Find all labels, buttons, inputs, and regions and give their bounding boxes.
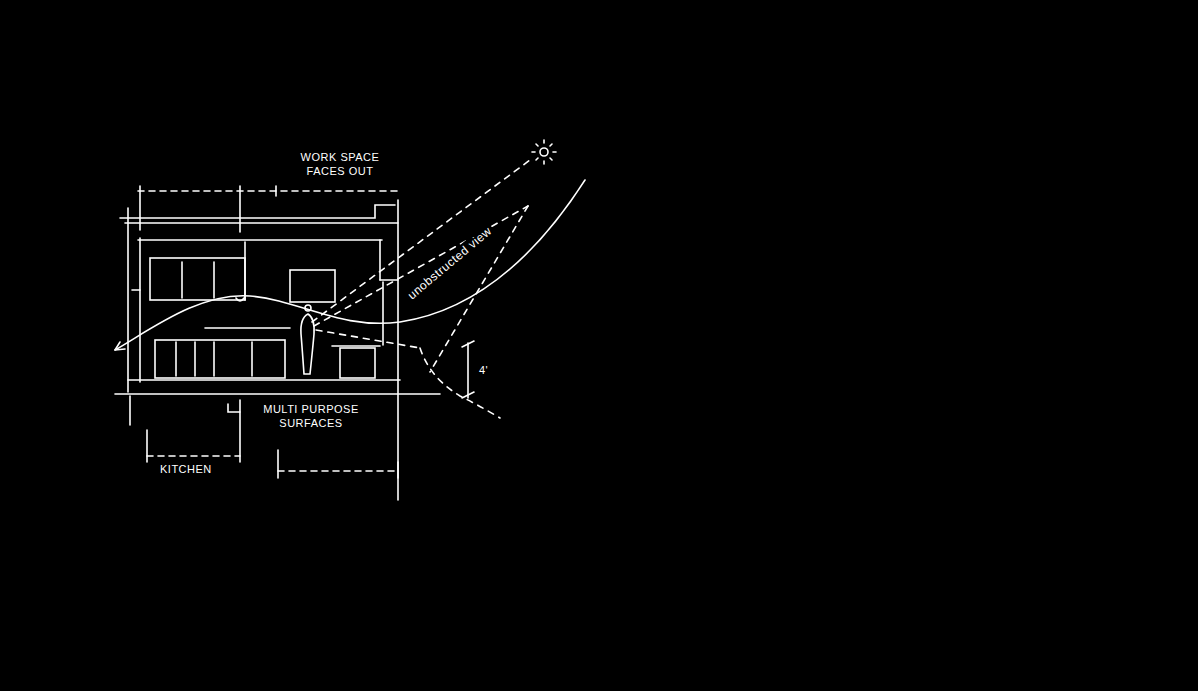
dimension-tick [277, 450, 279, 478]
dimension-tick [462, 341, 474, 347]
heading-note: WORK SPACE FACES OUT [286, 150, 394, 178]
room-label: KITCHEN [158, 462, 214, 476]
person-body [301, 314, 314, 374]
dimension-tick [146, 430, 148, 462]
sight-line [312, 160, 530, 418]
wall-line [397, 200, 399, 500]
upper-cabinet [150, 258, 245, 300]
pendant-lamp [236, 298, 244, 301]
ceiling-line [138, 239, 382, 241]
desk-top [332, 345, 380, 347]
cabinet-door [175, 342, 177, 376]
tall-cabinet [290, 270, 335, 302]
sun-rays [532, 140, 556, 164]
dimension-tick [239, 400, 241, 462]
roof-line [120, 205, 395, 218]
lower-cabinet [155, 340, 285, 378]
wall-line [380, 279, 398, 281]
cabinet-door [181, 262, 183, 298]
dimension-tick [397, 462, 399, 478]
wall-line [139, 238, 141, 382]
wall-line [379, 240, 381, 280]
cabinet-door [194, 342, 196, 376]
cabinet-side [244, 242, 246, 300]
view-note: unobstructed view [403, 223, 496, 304]
surface-note: MULTI PURPOSE SURFACES [247, 402, 375, 430]
ground-line [115, 393, 440, 395]
desk [340, 348, 375, 378]
dimension-tick [275, 186, 277, 196]
dimension-tick [129, 396, 131, 425]
dimension-line [138, 190, 400, 192]
floor-line [128, 379, 400, 381]
roof-line [125, 222, 398, 224]
dimension-tick [462, 392, 474, 398]
cabinet-door [251, 342, 253, 376]
cabinet-door [213, 342, 215, 376]
wall-line [132, 289, 140, 291]
sun-path [115, 180, 585, 350]
bracket [228, 404, 240, 412]
wall-line [127, 208, 129, 392]
window-frame [382, 282, 384, 345]
dimension-label: 4' [477, 363, 490, 377]
cabinet-door [213, 262, 215, 298]
dimension-tick [239, 186, 241, 232]
arrow-head [115, 342, 125, 350]
dimension-line [467, 343, 469, 398]
counter-top [205, 327, 290, 329]
sun-symbol [540, 148, 548, 156]
